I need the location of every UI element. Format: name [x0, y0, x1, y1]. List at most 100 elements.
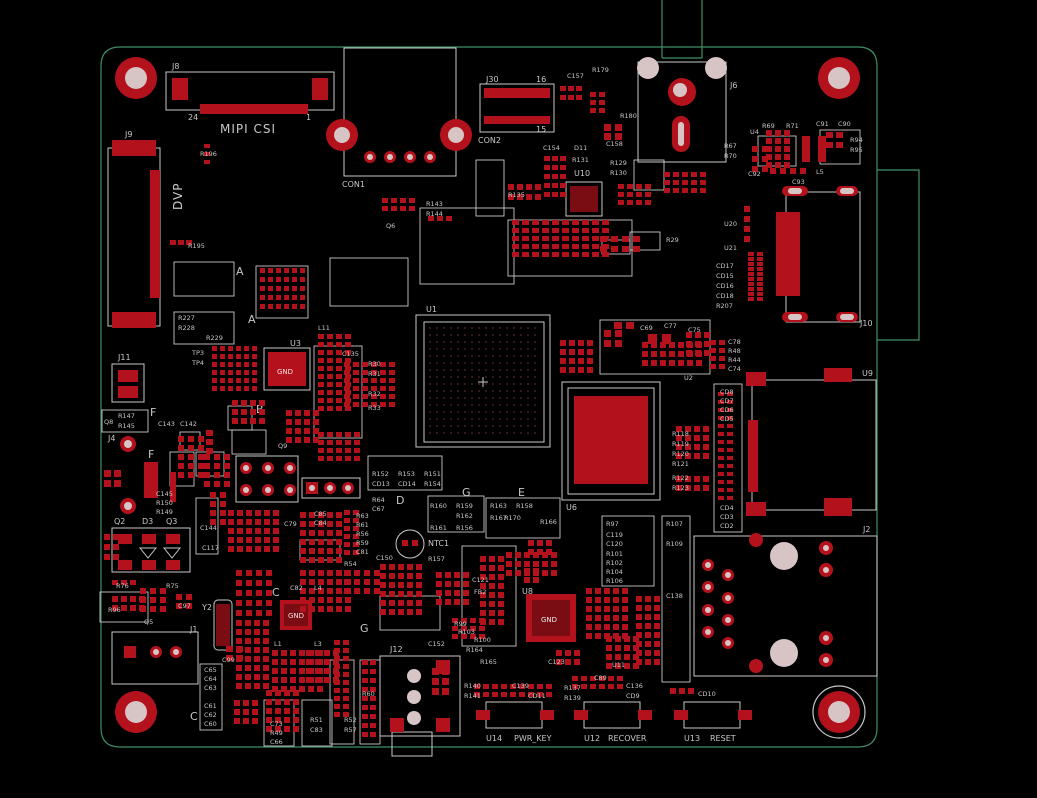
bga-ball: [456, 382, 460, 386]
smd-pad: [602, 228, 609, 233]
smd-pad: [574, 650, 580, 656]
bga-ball: [470, 396, 474, 400]
smd-pad: [260, 286, 265, 291]
bga-ball: [442, 340, 446, 344]
section-letter: C: [272, 586, 280, 599]
refdes-label: R119: [672, 440, 689, 448]
refdes-label: R29: [666, 236, 679, 244]
bga-ball: [505, 354, 509, 358]
smd-pad: [224, 481, 230, 487]
smd-pad: [300, 597, 306, 603]
refdes-label: R75: [166, 582, 179, 590]
j8-label: J8: [171, 62, 179, 71]
bga-ball: [442, 368, 446, 372]
mount-hole-br: [812, 685, 866, 739]
bga-ball: [470, 389, 474, 393]
smd-pad: [622, 246, 629, 252]
bga-ball: [470, 347, 474, 351]
smd-pad: [318, 557, 324, 563]
bga-ball: [491, 396, 495, 400]
smd-pad: [608, 676, 614, 681]
smd-pad: [263, 629, 269, 635]
bga-ball: [505, 368, 509, 372]
smd-pad: [454, 572, 460, 578]
header-pins-right: [301, 477, 361, 499]
refdes-label: R61: [356, 521, 369, 529]
smd-pad: [276, 286, 281, 291]
refdes-label: C65: [204, 666, 217, 674]
refdes-label: C144: [200, 524, 217, 532]
smd-pad: [232, 418, 238, 424]
smd-pad: [618, 200, 624, 205]
smd-pad: [744, 236, 750, 242]
smd-pad: [236, 655, 243, 661]
smd-pad: [170, 497, 176, 502]
refdes-label: CD11: [528, 692, 546, 700]
recover-button[interactable]: U12 RECOVER: [574, 701, 652, 743]
smd-pad: [727, 496, 733, 500]
smd-pad: [308, 686, 314, 692]
smd-pad: [510, 692, 516, 697]
smd-pad: [618, 184, 624, 189]
bga-ball: [449, 375, 453, 379]
bga-ball: [470, 424, 474, 428]
smd-pad: [374, 579, 380, 585]
smd-pad: [748, 287, 754, 291]
bga-ball: [463, 333, 467, 337]
smd-pad: [528, 549, 534, 555]
smd-pad: [606, 645, 612, 651]
smd-pad: [595, 633, 601, 639]
smd-pad: [673, 188, 679, 193]
refdes-label: R152: [372, 470, 389, 478]
smd-pad: [354, 432, 360, 437]
smd-pad: [254, 683, 260, 689]
smd-pad: [121, 605, 127, 611]
smd-pad: [246, 537, 252, 543]
smd-pad: [642, 360, 648, 366]
bga-ball: [428, 382, 432, 386]
smd-pad: [568, 95, 574, 100]
refdes-label: CD18: [716, 292, 734, 300]
smd-pad: [300, 557, 306, 563]
smd-pad: [515, 570, 521, 576]
smd-pad: [622, 236, 629, 242]
smd-pad: [407, 573, 413, 579]
smd-pad: [370, 732, 376, 737]
reset-button[interactable]: U13 RESET: [674, 701, 752, 743]
smd-pad: [290, 677, 296, 683]
bga-ball: [449, 368, 453, 372]
smd-pad: [228, 386, 233, 391]
smd-pad: [407, 609, 413, 615]
smd-pad: [112, 580, 118, 585]
component-box: [101, 409, 149, 433]
bga-ball: [449, 347, 453, 351]
refdes-label: R76: [116, 582, 129, 590]
smd-pad: [560, 183, 566, 188]
smd-pad: [654, 614, 660, 620]
smd-pad: [688, 688, 694, 694]
smd-pad: [627, 184, 633, 189]
bga-ball: [498, 403, 502, 407]
smd-pad: [244, 386, 249, 391]
smd-pad: [327, 350, 333, 355]
smd-pad: [344, 402, 350, 407]
refdes-label: R69: [762, 122, 775, 130]
bga-ball: [519, 431, 523, 435]
smd-pad: [489, 565, 495, 571]
smd-pad: [380, 609, 386, 615]
smd-pad: [700, 180, 706, 185]
smd-pad: [345, 342, 351, 347]
bga-ball: [498, 396, 502, 400]
smd-pad: [336, 366, 342, 371]
smd-pad: [489, 556, 495, 562]
pwr-key-button[interactable]: U14 PWR_KEY: [476, 701, 554, 743]
smd-pad: [622, 615, 628, 621]
smd-pad: [114, 480, 121, 487]
smd-pad: [237, 519, 243, 525]
smd-pad: [703, 435, 709, 441]
smd-pad: [336, 512, 342, 518]
smd-pad: [186, 240, 192, 245]
bga-ball: [512, 410, 516, 414]
smd-pad: [474, 684, 480, 689]
smd-pad: [586, 615, 592, 621]
